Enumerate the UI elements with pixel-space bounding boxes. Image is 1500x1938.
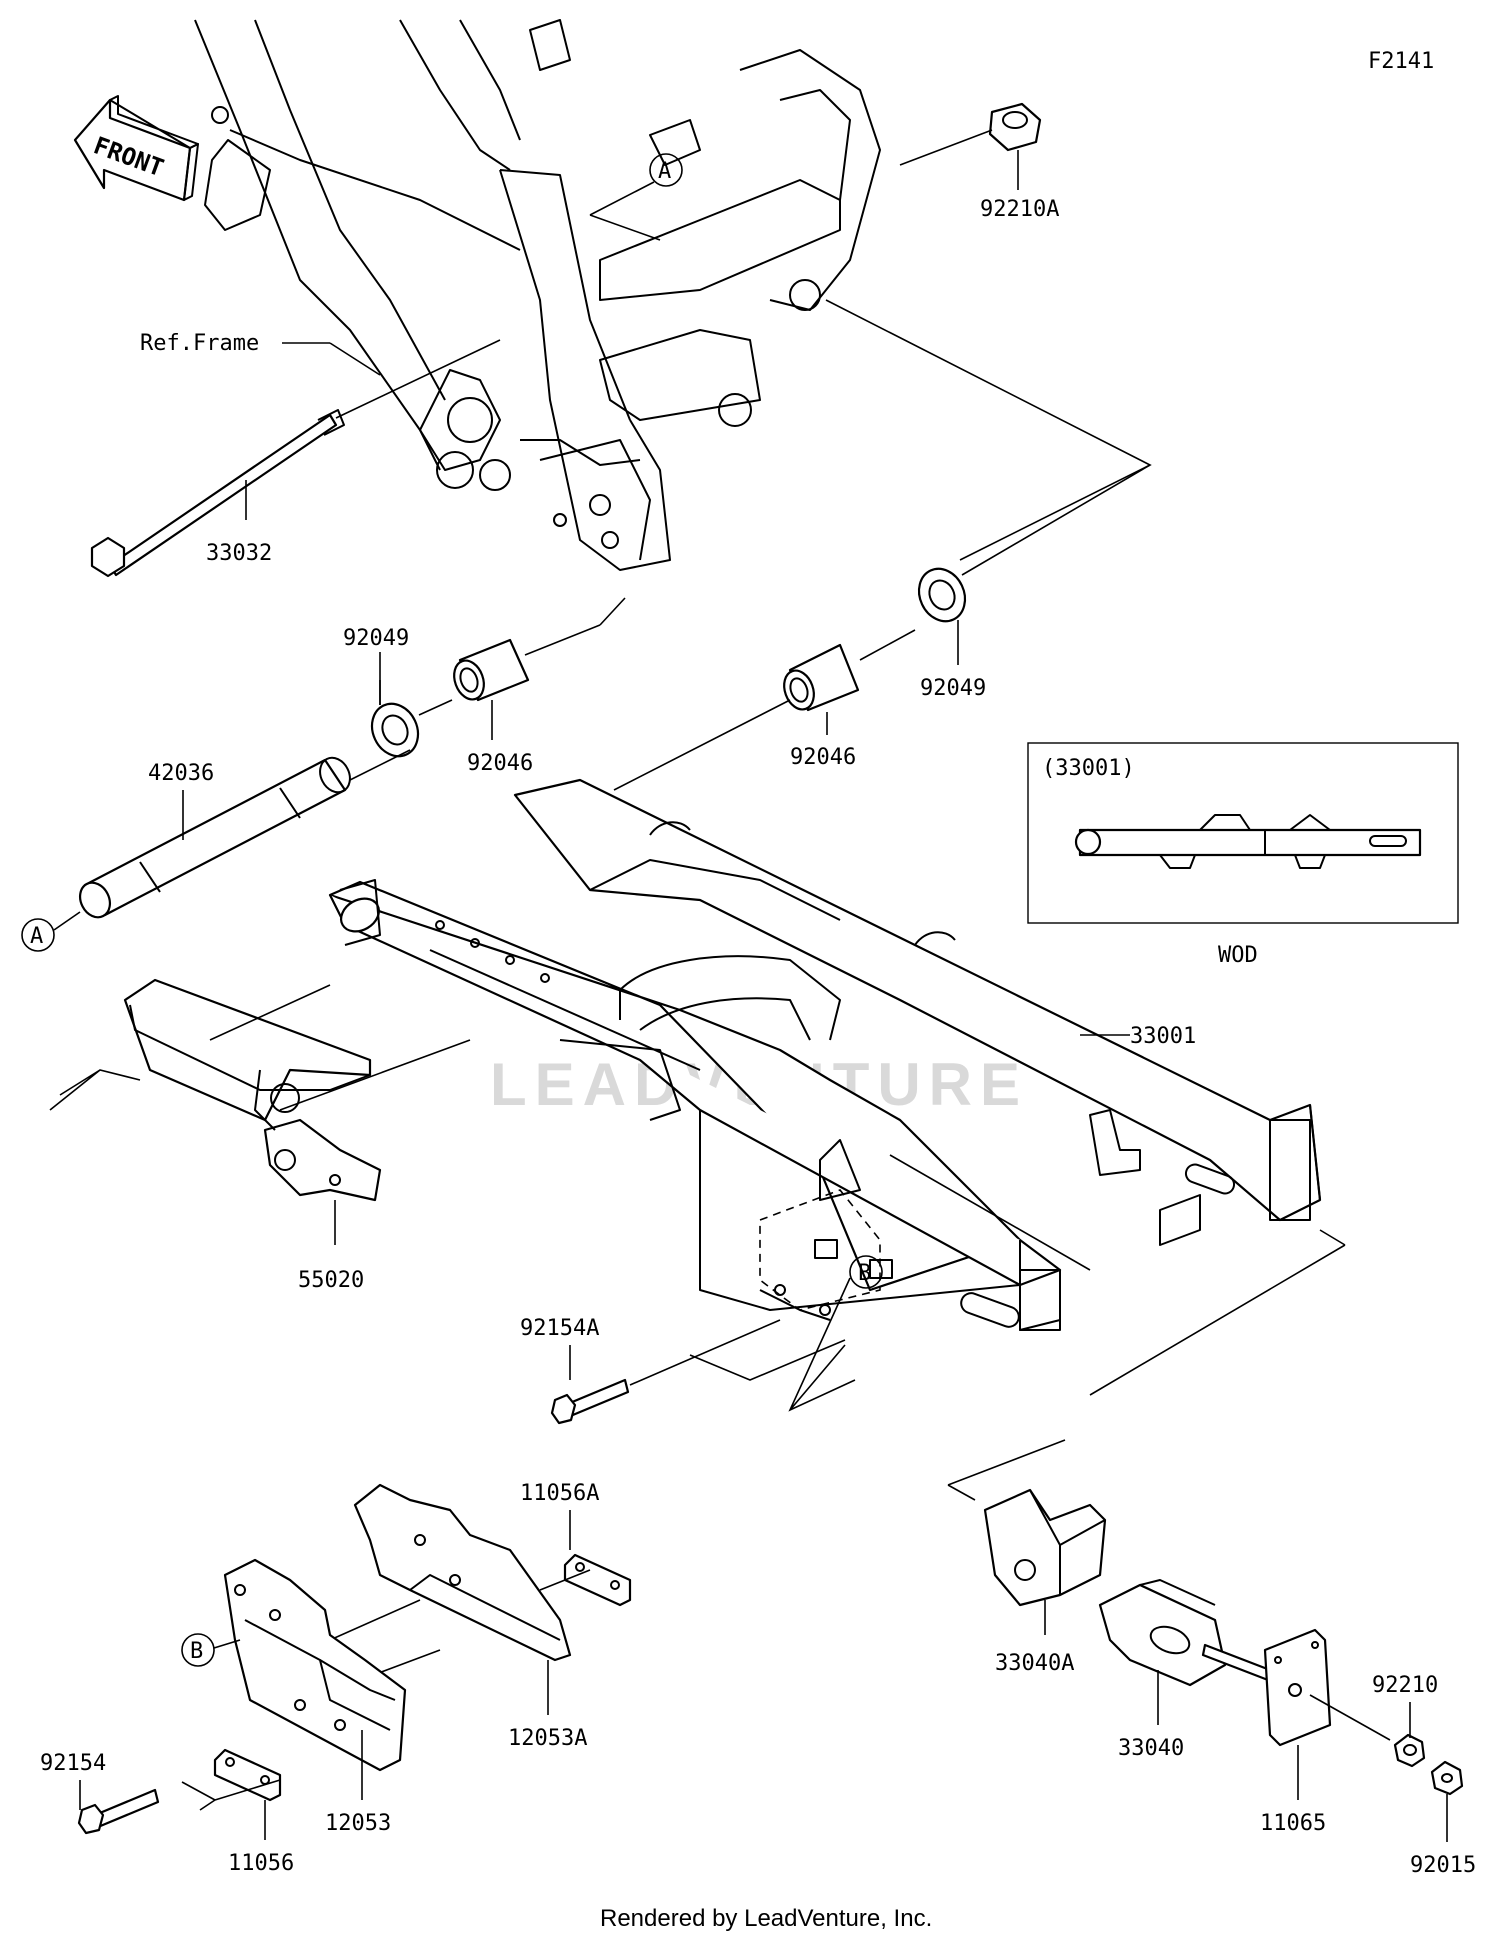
label-92210a: 92210A [980,197,1059,222]
seal-92049-right-icon [917,567,967,623]
variant-caption: WOD [1218,943,1258,968]
label-92015: 92015 [1410,1853,1476,1878]
label-92049-right: 92049 [920,676,986,701]
collar-42036-icon [78,756,351,919]
label-33040a: 33040A [995,1651,1074,1676]
label-42036: 42036 [148,761,214,786]
label-33032: 33032 [206,541,272,566]
bolt-92154a-icon [550,1378,630,1425]
label-12053a: 12053A [508,1726,587,1751]
frame-drawing [194,19,881,571]
label-33001: 33001 [1130,1024,1196,1049]
label-92154: 92154 [40,1751,106,1776]
label-92046-right: 92046 [790,745,856,770]
svg-text:B: B [858,1261,871,1286]
adjuster-33040-drawing [1098,1579,1272,1687]
label-92049-left: 92049 [343,626,409,651]
svg-text:B: B [190,1639,203,1664]
label-11065: 11065 [1260,1811,1326,1836]
pivot-bolt-33032-icon [90,409,345,578]
bolt-92154-icon [77,1788,160,1835]
callout-b-middle: B [788,1255,883,1412]
callout-a-left: A [21,911,81,952]
swingarm-33001-drawing [328,778,1322,1331]
chain-slider-12053-drawing [223,1558,407,1772]
label-11056a: 11056A [520,1481,599,1506]
nut-92210-icon [1393,1733,1426,1768]
ref-frame-label: Ref.Frame [140,331,259,356]
label-12053: 12053 [325,1811,391,1836]
svg-text:A: A [30,924,43,949]
plate-11065-icon [1263,1628,1332,1747]
adjuster-block-33040a-drawing [983,1488,1107,1607]
nut-92210a-icon [988,102,1042,152]
label-92210: 92210 [1372,1673,1438,1698]
chain-slider-12053a-drawing [353,1483,572,1662]
label-92046-left: 92046 [467,751,533,776]
seal-92049-left-icon [370,702,420,758]
plate-11056a-icon [563,1553,632,1607]
label-11056: 11056 [228,1851,294,1876]
nut-92015-icon [1430,1760,1464,1796]
callout-b-bottom: B [181,1633,241,1667]
label-55020: 55020 [298,1268,364,1293]
footer-credit: Rendered by LeadVenture, Inc. [600,1905,932,1932]
variant-box: (33001) WOD [1027,742,1459,968]
variant-part: (33001) [1042,756,1135,781]
label-92154a: 92154A [520,1316,599,1341]
plate-11056-icon [213,1748,282,1802]
chain-guide-55020-drawing [123,978,382,1202]
label-33040: 33040 [1118,1736,1184,1761]
diagram-code: F2141 [1368,49,1434,74]
bearing-92046-right-icon [783,643,860,712]
front-arrow-icon: FRONT [73,95,199,202]
bearing-92046-left-icon [453,638,530,702]
svg-text:A: A [658,159,671,184]
callout-a-top: A [589,153,683,241]
